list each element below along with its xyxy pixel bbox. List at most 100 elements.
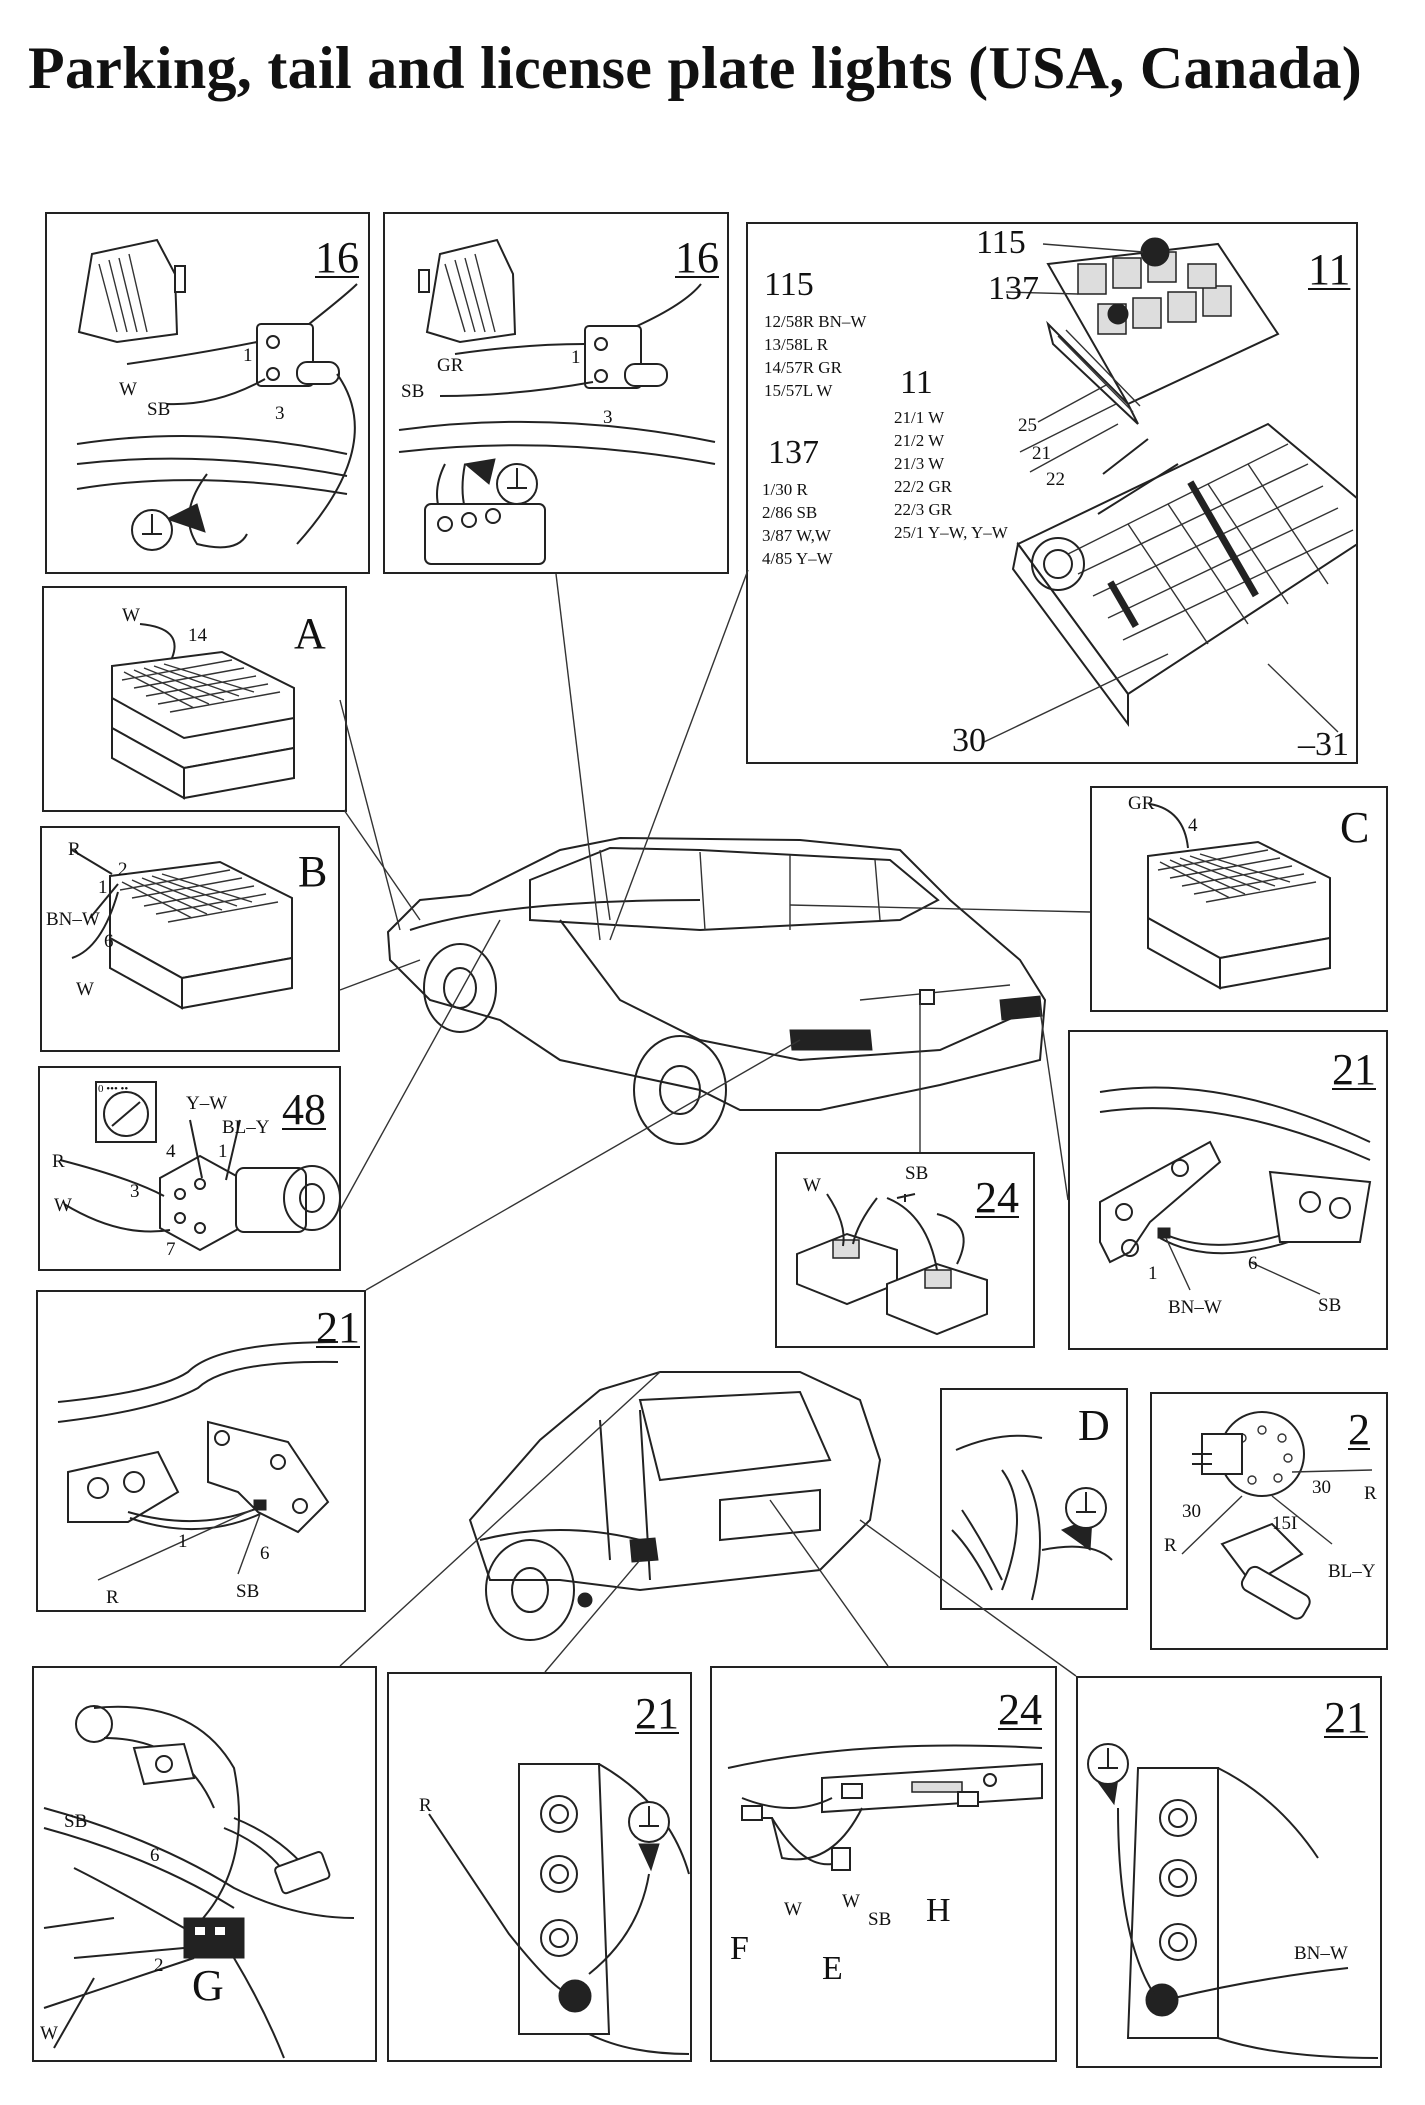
panel-21-left-tail-light: 21 1 6 R SB <box>36 1290 366 1612</box>
wire-color-sb: SB <box>401 381 425 402</box>
panel-g-connector: G SB 6 2 W <box>32 1666 377 2062</box>
pin-number-2: 2 <box>154 1955 164 1976</box>
wire-color-sb: SB <box>1318 1295 1342 1316</box>
pin-number-1: 1 <box>178 1531 188 1552</box>
panel-d-ground-point: D <box>940 1388 1128 1610</box>
wire-color-sb: SB <box>905 1163 929 1184</box>
list-115: 12/58R BN–W 13/58L R 14/57R GR 15/57L W <box>764 310 866 402</box>
terminal-30-a: 30 <box>1182 1501 1201 1522</box>
panel-b-connector: B R 2 1 BN–W 6 W <box>40 826 340 1052</box>
list-item: 1/30 R <box>762 480 808 499</box>
pin-number-1: 1 <box>571 347 581 368</box>
list-item: 21/3 W <box>894 454 945 473</box>
connector-letter-a: A <box>294 609 326 658</box>
pin-number-4: 4 <box>166 1141 176 1162</box>
ignition-switch-drawing <box>1181 1411 1373 1620</box>
component-number-48: 48 <box>282 1085 326 1134</box>
list-item: 21/1 W <box>894 408 945 427</box>
panel-2-ignition-switch: 2 30 30 R 15I R BL–Y <box>1150 1392 1388 1650</box>
list-item: 15/57L W <box>764 381 833 400</box>
switch-dial-markings: 0 ••• •• <box>98 1083 129 1095</box>
component-137-label: 137 <box>988 270 1039 307</box>
wire-color-gr: GR <box>437 355 464 376</box>
pin-number-1: 1 <box>243 345 253 366</box>
wire-color-bl-y: BL–Y <box>1328 1561 1376 1582</box>
wire-color-r: R <box>1164 1535 1177 1556</box>
panel-11-central-electrical-unit: 11 115 137 25 21 22 30 –31 115 12/58R BN… <box>746 222 1358 764</box>
component-number-21: 21 <box>316 1303 360 1352</box>
component-number-21: 21 <box>1332 1045 1376 1094</box>
light-switch-drawing <box>59 1081 339 1252</box>
component-number-2: 2 <box>1348 1405 1370 1454</box>
connector-letter-g: G <box>192 1961 224 2010</box>
pin-number-6: 6 <box>150 1845 160 1866</box>
panel-a-connector: A W 14 <box>42 586 347 812</box>
list-137: 1/30 R 2/86 SB 3/87 W,W 4/85 Y–W <box>762 478 833 570</box>
connector-letter-e: E <box>822 1950 843 1987</box>
central-electrical-unit-drawing <box>983 237 1356 743</box>
wire-color-sb: SB <box>236 1581 260 1602</box>
pin-number-1: 1 <box>1148 1263 1158 1284</box>
pin-number-6: 6 <box>1248 1253 1258 1274</box>
pin-number-6: 6 <box>260 1543 270 1564</box>
pin-number-4: 4 <box>1188 815 1198 836</box>
tail-light-socket-drawing <box>1099 1086 1372 1295</box>
wire-color-w: W <box>40 2023 58 2044</box>
list-item: 2/86 SB <box>762 503 818 522</box>
wire-color-w: W <box>784 1899 802 1920</box>
pin-number-1: 1 <box>98 877 108 898</box>
pin-number-3: 3 <box>603 407 613 428</box>
component-number-16: 16 <box>315 233 359 282</box>
panel-16-left-parking-light: 16 W SB 1 3 <box>45 212 370 574</box>
wagon-tail-light-drawing <box>428 1763 690 2055</box>
list-11: 21/1 W 21/2 W 21/3 W 22/2 GR 22/3 GR 25/… <box>894 406 1008 544</box>
connector-31-label: –31 <box>1298 726 1349 763</box>
component-number-16: 16 <box>675 233 719 282</box>
wire-color-bn-w: BN–W <box>1294 1943 1348 1964</box>
panel-21-bottom-left-tail-light: 21 R <box>387 1672 692 2062</box>
wire-color-r: R <box>68 839 81 860</box>
list-item: 22/3 GR <box>894 500 953 519</box>
connector-letter-h: H <box>926 1892 951 1929</box>
wire-color-w: W <box>842 1891 860 1912</box>
pin-number-14: 14 <box>188 625 207 646</box>
wire-color-bl-y: BL–Y <box>222 1117 270 1138</box>
component-number-21: 21 <box>635 1689 679 1738</box>
panel-48-light-switch: 48 0 ••• •• Y–W BL–Y 4 1 R 3 W 7 <box>38 1066 341 1271</box>
wire-color-sb: SB <box>64 1811 88 1832</box>
list-item: 22/2 GR <box>894 477 953 496</box>
component-number-24: 24 <box>975 1173 1019 1222</box>
connector-block-drawing <box>1147 803 1331 990</box>
connector-g-drawing <box>43 1705 355 2059</box>
wire-color-w: W <box>76 979 94 1000</box>
list-137-heading: 137 <box>768 434 819 471</box>
wire-color-r: R <box>419 1795 432 1816</box>
page-title: Parking, tail and license plate lights (… <box>28 35 1363 101</box>
connector-30-label: 30 <box>952 722 986 759</box>
wagon-tail-light-drawing <box>1087 1743 1379 2059</box>
pin-number-2: 2 <box>118 859 128 880</box>
terminal-30-b: 30 <box>1312 1477 1331 1498</box>
panel-24-license-plate-lights: 24 W SB <box>775 1152 1035 1348</box>
wire-color-bn-w: BN–W <box>46 909 100 930</box>
wire-color-w: W <box>54 1195 72 1216</box>
connector-block-drawing <box>71 849 293 1010</box>
pin-number-3: 3 <box>130 1181 140 1202</box>
connector-25-label: 25 <box>1018 415 1037 436</box>
wire-color-w: W <box>803 1175 821 1196</box>
wire-color-sb: SB <box>868 1909 892 1930</box>
connector-letter-d: D <box>1078 1401 1110 1450</box>
list-item: 21/2 W <box>894 431 945 450</box>
wire-color-y-w: Y–W <box>186 1093 228 1114</box>
pin-number-1: 1 <box>218 1141 228 1162</box>
connector-letter-f: F <box>730 1930 749 1967</box>
component-115-label: 115 <box>976 224 1026 261</box>
wagon-license-light-drawing <box>727 1744 1043 1871</box>
pin-number-7: 7 <box>166 1239 176 1260</box>
wire-color-r: R <box>106 1587 119 1608</box>
panel-c-connector: C GR 4 <box>1090 786 1388 1012</box>
wire-color-w: W <box>122 605 140 626</box>
pin-number-3: 3 <box>275 403 285 424</box>
wire-color-sb: SB <box>147 399 171 420</box>
list-item: 3/87 W,W <box>762 526 831 545</box>
